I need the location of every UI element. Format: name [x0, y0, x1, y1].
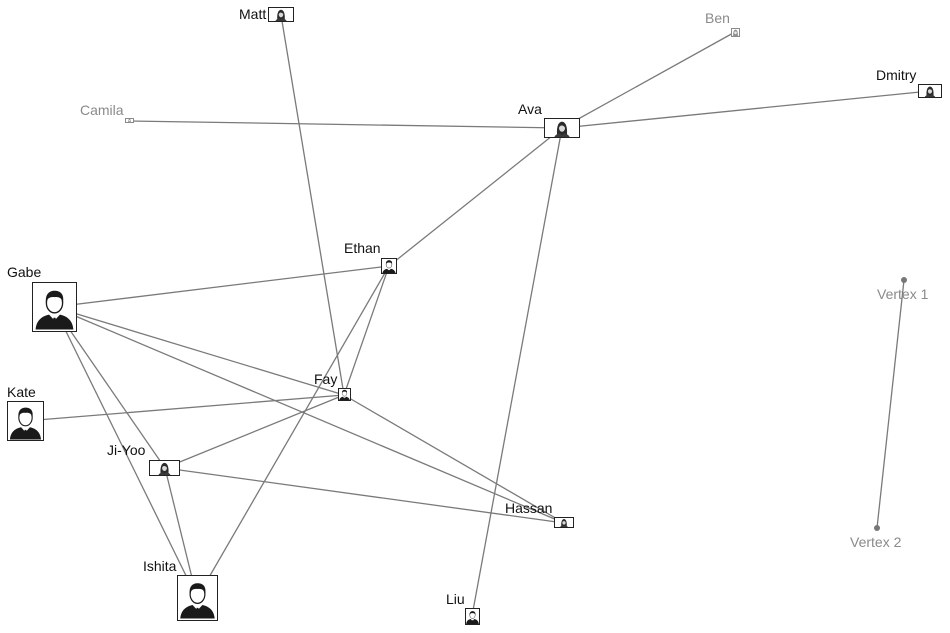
avatar-frame	[7, 401, 44, 441]
avatar-frame	[731, 28, 740, 37]
man-avatar-icon	[177, 577, 218, 619]
node-label: Vertex 1	[877, 286, 929, 302]
edges-layer	[24, 14, 931, 617]
node-ishita[interactable]: Ishita	[143, 558, 218, 621]
avatar-frame	[177, 575, 218, 621]
avatar-frame	[381, 258, 397, 274]
avatar-frame	[918, 84, 942, 98]
avatar-frame	[32, 282, 77, 332]
edge-ava-ethan	[388, 127, 563, 267]
edge-gabe-fay	[53, 306, 345, 396]
edge-ava-ben	[561, 31, 736, 129]
edge-gabe-jiyoo	[53, 306, 166, 469]
node-label: Hassan	[505, 500, 552, 516]
edge-fay-hassan	[343, 394, 565, 524]
edge-ethan-fay	[343, 265, 390, 396]
node-label: Matt	[239, 6, 266, 22]
edge-gabe-ethan	[53, 265, 390, 308]
avatar-frame	[125, 118, 134, 123]
edge-ava-liu	[471, 127, 563, 617]
woman-avatar-icon	[731, 28, 740, 37]
man-avatar-icon	[381, 258, 397, 274]
node-ethan[interactable]: Ethan	[344, 240, 397, 274]
node-label: Gabe	[7, 264, 41, 280]
node-label: Vertex 2	[850, 534, 902, 550]
node-jiyoo[interactable]: Ji-Yoo	[107, 442, 180, 476]
node-liu[interactable]: Liu	[446, 591, 480, 625]
vertex-dot[interactable]	[874, 525, 880, 531]
edge-matt-fay	[280, 14, 345, 396]
avatar-frame	[149, 460, 180, 476]
node-label: Ishita	[143, 558, 177, 574]
avatar-frame	[544, 118, 580, 138]
node-vertex1[interactable]: Vertex 1	[877, 277, 929, 302]
node-kate[interactable]: Kate	[7, 384, 44, 441]
woman-avatar-icon	[558, 517, 570, 528]
avatar-frame	[465, 608, 480, 625]
vertex-dot[interactable]	[901, 277, 907, 283]
node-ben[interactable]: Ben	[705, 10, 740, 37]
avatar-frame	[338, 388, 351, 401]
woman-avatar-icon	[552, 118, 572, 138]
man-avatar-icon	[338, 388, 351, 401]
node-label: Ethan	[344, 240, 381, 256]
man-avatar-icon	[32, 284, 77, 330]
edge-gabe-hassan	[53, 306, 565, 524]
node-hassan[interactable]: Hassan	[505, 500, 574, 528]
edge-kate-fay	[24, 394, 345, 422]
node-gabe[interactable]: Gabe	[7, 264, 77, 332]
node-label: Liu	[446, 591, 465, 607]
woman-avatar-icon	[273, 7, 289, 22]
node-label: Dmitry	[876, 67, 916, 83]
edge-ava-dmitry	[561, 90, 931, 129]
woman-avatar-icon	[156, 460, 173, 476]
node-label: Ava	[518, 101, 542, 117]
edge-camila-ava	[128, 120, 563, 129]
edge-ethan-ishita	[196, 265, 390, 599]
edge-fay-jiyoo	[164, 394, 345, 469]
edge-vertex1-vertex2	[876, 279, 905, 529]
node-fay[interactable]: Fay	[314, 371, 351, 401]
node-vertex2[interactable]: Vertex 2	[850, 525, 902, 550]
node-matt[interactable]: Matt	[239, 6, 294, 22]
edge-gabe-ishita	[53, 306, 198, 599]
edge-jiyoo-hassan	[164, 467, 565, 524]
man-avatar-icon	[465, 609, 480, 624]
avatar-frame	[268, 7, 294, 22]
man-avatar-icon	[7, 402, 44, 440]
node-dmitry[interactable]: Dmitry	[876, 67, 942, 98]
woman-avatar-icon	[923, 84, 937, 98]
node-label: Camila	[80, 102, 124, 118]
node-label: Ben	[705, 10, 730, 26]
node-label: Kate	[7, 384, 36, 400]
node-label: Ji-Yoo	[107, 442, 146, 458]
node-ava[interactable]: Ava	[518, 101, 580, 138]
node-label: Fay	[314, 371, 337, 387]
avatar-frame	[554, 517, 574, 528]
node-camila[interactable]: Camila	[80, 102, 134, 123]
